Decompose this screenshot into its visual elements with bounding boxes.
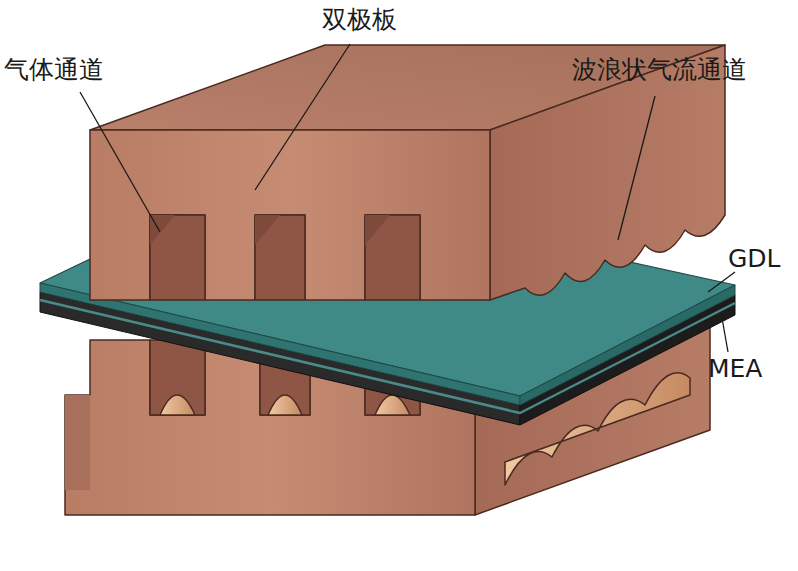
channel-label: 气体通道 bbox=[4, 56, 104, 84]
channel-interior bbox=[150, 340, 205, 415]
gdl-edge-side bbox=[520, 285, 735, 405]
leader-line bbox=[722, 318, 728, 352]
wave-bump bbox=[160, 395, 195, 415]
leader-line bbox=[80, 92, 160, 232]
channel-shadow bbox=[255, 215, 280, 245]
leader-line bbox=[618, 96, 655, 240]
layer-label: MEA bbox=[708, 355, 762, 383]
leader-line bbox=[255, 44, 350, 190]
lower-plate-step bbox=[65, 395, 90, 490]
layer-label: GDL bbox=[728, 245, 781, 273]
leader-line bbox=[708, 272, 735, 292]
channel-interior bbox=[255, 215, 305, 300]
gdl-edge-front bbox=[40, 283, 520, 405]
wave-bump bbox=[268, 395, 302, 415]
channel-shadow bbox=[150, 215, 175, 245]
wave-channel-label: 波浪状气流通道 bbox=[572, 56, 747, 84]
leader-lines bbox=[80, 44, 735, 352]
channel-shadow bbox=[365, 215, 390, 245]
plate-label: 双极板 bbox=[322, 6, 397, 34]
channel-interior bbox=[365, 215, 420, 300]
